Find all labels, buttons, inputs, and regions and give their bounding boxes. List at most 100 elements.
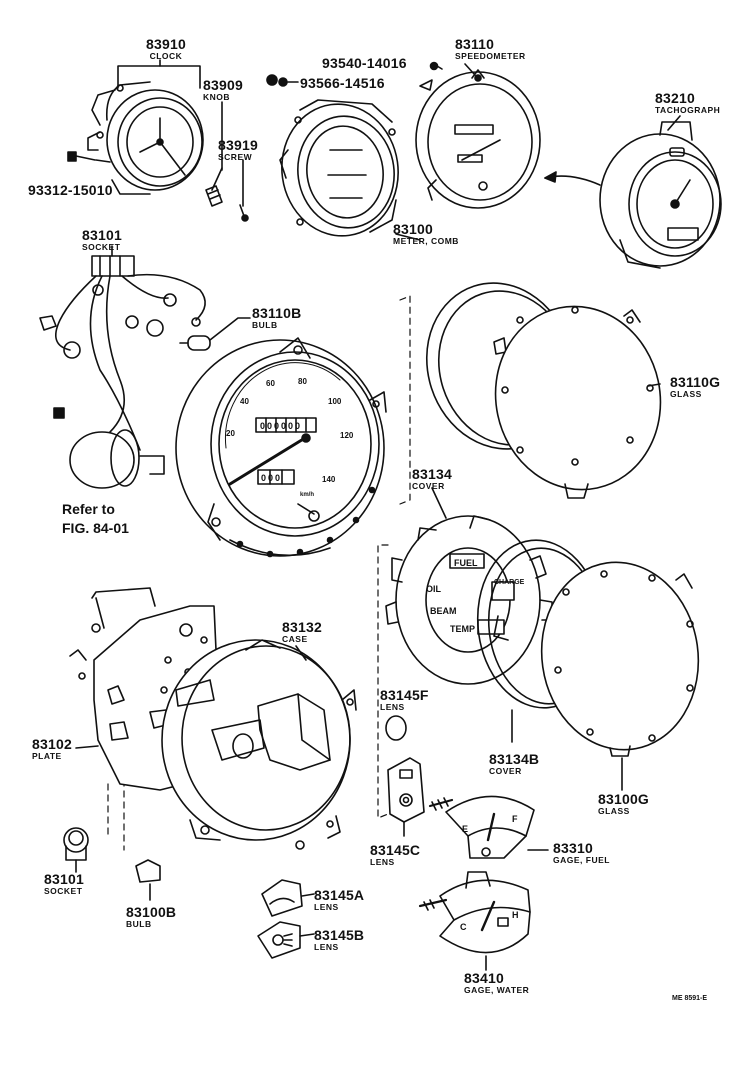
warning-oil: OIL xyxy=(426,584,442,594)
label-meter-comb: 83100 METER, COMB xyxy=(393,222,459,246)
case-drawing xyxy=(161,639,357,850)
label-screw-a-number: 93540-14016 xyxy=(322,55,407,71)
label-socket-top-desc: SOCKET xyxy=(82,242,121,252)
label-lens-f-number: 83145F xyxy=(380,687,429,703)
label-socket-bottom: 83101 SOCKET xyxy=(44,872,84,896)
label-speedometer: 83110 SPEEDOMETER xyxy=(455,37,526,61)
label-tachograph: 83210 TACHOGRAPH xyxy=(655,91,720,115)
label-cover-b-desc: COVER xyxy=(489,766,522,776)
dial-trip: 000 xyxy=(261,473,282,483)
fuel-gauge-empty: E xyxy=(462,824,468,834)
dial-tick-20: 20 xyxy=(226,429,235,438)
bolt-clock-drawing xyxy=(67,151,96,162)
fuel-gauge-full: F xyxy=(512,814,518,824)
warning-temp: TEMP xyxy=(450,624,475,634)
label-speedometer-number: 83110 xyxy=(455,36,495,52)
dial-tick-80: 80 xyxy=(298,377,307,386)
screw-b-drawing xyxy=(266,74,299,87)
bulb-bottom-drawing xyxy=(135,859,161,883)
lens-a-drawing xyxy=(261,879,303,917)
label-bolt-clock: 93312-15010 xyxy=(28,183,113,197)
label-lens-f-desc: LENS xyxy=(380,702,405,712)
label-lens-a-number: 83145A xyxy=(314,887,365,903)
label-case-number: 83132 xyxy=(282,619,322,635)
lens-f-drawing xyxy=(385,715,407,741)
glass-bottom-drawing xyxy=(540,561,700,757)
gage-water-drawing xyxy=(418,871,531,954)
label-lens-f: 83145F LENS xyxy=(380,688,429,712)
label-gage-water-number: 83410 xyxy=(464,970,504,986)
label-lens-b-desc: LENS xyxy=(314,942,339,952)
meter-comb-drawing xyxy=(279,99,399,237)
label-bulb-bottom-desc: BULB xyxy=(126,919,152,929)
label-lens-a: 83145A LENS xyxy=(314,888,364,912)
label-lens-b-number: 83145B xyxy=(314,927,365,943)
reference-line-2: FIG. 84-01 xyxy=(62,520,129,536)
screw-a-drawing xyxy=(429,61,443,71)
bulb-top-drawing xyxy=(179,335,211,351)
label-cover-number: 83134 xyxy=(412,466,452,482)
water-gauge-hot: H xyxy=(512,910,519,920)
screw-drawing xyxy=(239,204,249,222)
label-glass-top-desc: GLASS xyxy=(670,389,702,399)
label-glass-top-number: 83110G xyxy=(670,374,721,390)
lens-b-drawing xyxy=(257,921,301,959)
label-socket-top-number: 83101 xyxy=(82,227,122,243)
reference-note: Refer to FIG. 84-01 xyxy=(62,502,129,535)
label-clock: 83910 CLOCK xyxy=(146,37,186,61)
label-knob: 83909 KNOB xyxy=(203,78,243,102)
label-clock-desc: CLOCK xyxy=(149,51,183,61)
dial-tick-120: 120 xyxy=(340,431,354,440)
label-lens-a-desc: LENS xyxy=(314,902,339,912)
speedometer-drawing xyxy=(415,69,541,209)
tachograph-drawing xyxy=(599,121,722,269)
label-bulb-bottom-number: 83100B xyxy=(126,904,177,920)
label-bulb-top-number: 83110B xyxy=(252,305,302,321)
label-knob-desc: KNOB xyxy=(203,92,231,102)
label-clock-number: 83910 xyxy=(146,36,186,52)
label-meter-comb-number: 83100 xyxy=(393,221,433,237)
label-socket-bottom-number: 83101 xyxy=(44,871,84,887)
socket-harness-drawing xyxy=(39,255,206,451)
label-gage-water-desc: GAGE, WATER xyxy=(464,985,530,995)
label-socket-bottom-desc: SOCKET xyxy=(44,886,83,896)
label-bulb-bottom: 83100B BULB xyxy=(126,905,176,929)
cover-drawing xyxy=(385,515,553,685)
label-lens-c-number: 83145C xyxy=(370,842,421,858)
label-gage-fuel-desc: GAGE, FUEL xyxy=(553,855,610,865)
lamp-housing-drawing xyxy=(69,429,165,489)
label-glass-top: 83110G GLASS xyxy=(670,375,720,399)
label-cover-desc: COVER xyxy=(412,481,445,491)
label-lens-b: 83145B LENS xyxy=(314,928,364,952)
reference-line-1: Refer to xyxy=(62,501,115,517)
socket-bottom-drawing xyxy=(63,827,89,861)
dial-tick-60: 60 xyxy=(266,379,275,388)
label-case: 83132 CASE xyxy=(282,620,322,644)
dial-unit: km/h xyxy=(300,492,314,498)
label-glass-bottom-number: 83100G xyxy=(598,791,650,807)
label-glass-bottom: 83100G GLASS xyxy=(598,792,649,816)
label-knob-number: 83909 xyxy=(203,77,243,93)
label-plate: 83102 PLATE xyxy=(32,737,72,761)
gage-fuel-drawing xyxy=(428,795,535,859)
label-lens-c-desc: LENS xyxy=(370,857,395,867)
warning-fuel: FUEL xyxy=(454,558,478,568)
glass-top-drawing xyxy=(425,282,662,499)
dial-odometer: 000000 xyxy=(260,421,302,431)
label-cover-b-number: 83134B xyxy=(489,751,540,767)
main-speedometer-drawing xyxy=(175,337,387,558)
label-bulb-top-desc: BULB xyxy=(252,320,278,330)
label-cover: 83134 COVER xyxy=(412,467,452,491)
dial-tick-40: 40 xyxy=(240,397,249,406)
label-tachograph-desc: TACHOGRAPH xyxy=(655,105,721,115)
label-screw-number: 83919 xyxy=(218,137,258,153)
water-gauge-cold: C xyxy=(460,922,467,932)
label-screw: 83919 SCREW xyxy=(218,138,258,162)
label-meter-comb-desc: METER, COMB xyxy=(393,236,459,246)
label-plate-desc: PLATE xyxy=(32,751,62,761)
label-case-desc: CASE xyxy=(282,634,308,644)
label-gage-fuel: 83310 GAGE, FUEL xyxy=(553,841,610,865)
label-glass-bottom-desc: GLASS xyxy=(598,806,630,816)
label-screw-desc: SCREW xyxy=(218,152,253,162)
